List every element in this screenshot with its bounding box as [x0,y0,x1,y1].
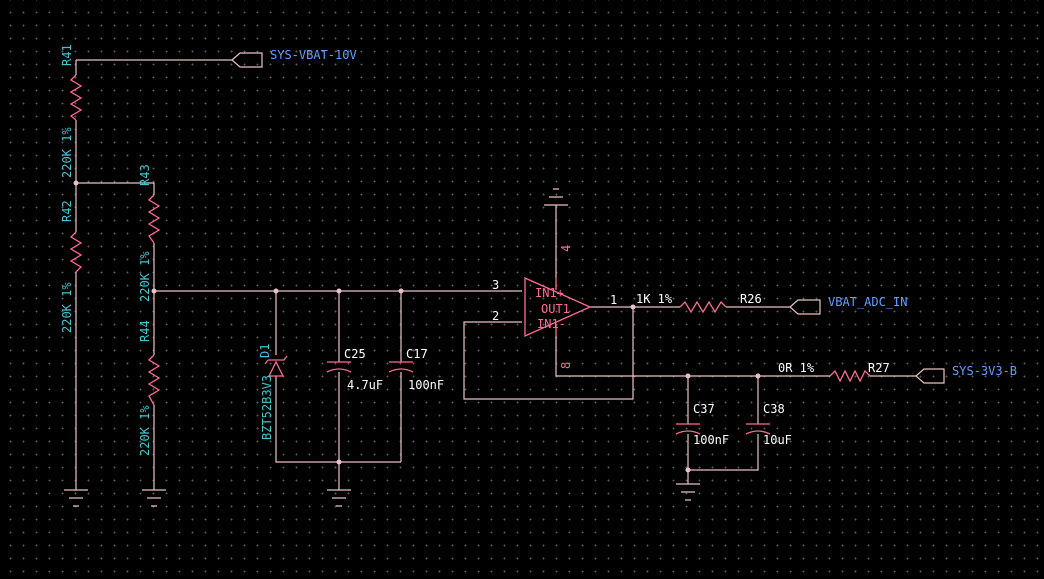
resistor-r42-symbol[interactable] [69,231,83,273]
r42-value: 220K 1% [60,282,74,333]
r41-ref: R41 [60,44,74,66]
port-sys-vbat[interactable] [231,52,263,68]
opamp-pin-4: 4 [559,245,573,252]
wires [75,59,916,490]
c37-ref: C37 [693,402,715,416]
port-vbat-adc[interactable] [789,299,821,315]
r26-value: 1K 1% [636,292,673,306]
d1-value: BZT52B3V3 [260,375,274,440]
r41-value: 220K 1% [60,127,74,178]
c17-ref: C17 [406,347,428,361]
c38-ref: C38 [763,402,785,416]
junctions [73,180,761,473]
r44-ref: R44 [138,320,152,342]
ground-c37 [676,483,700,501]
opamp-in-plus-label: IN1+ [535,286,564,300]
c17-value: 100nF [408,378,444,392]
ground-opamp [544,188,568,206]
ground-caps [327,489,351,507]
r27-ref: R27 [868,361,890,375]
capacitor-c37-symbol[interactable] [675,423,701,435]
ground-r44 [142,489,166,507]
ground-r42 [64,489,88,507]
opamp-symbol[interactable] [524,276,592,338]
r43-ref: R43 [138,164,152,186]
capacitor-c25-symbol[interactable] [326,361,352,373]
capacitor-c17-symbol[interactable] [388,361,414,373]
c25-ref: C25 [344,347,366,361]
zener-diode-d1-symbol[interactable] [264,355,288,377]
r43-value: 220K 1% [138,251,152,302]
net-label-sys-3v3: SYS-3V3-B [952,364,1017,378]
r26-ref: R26 [740,292,762,306]
net-label-vbat-adc: VBAT_ADC_IN [828,295,907,309]
c25-value: 4.7uF [347,378,383,392]
net-label-sys-vbat: SYS-VBAT-10V [270,48,357,62]
resistor-r41-symbol[interactable] [69,74,83,121]
resistor-r27-symbol[interactable] [829,369,871,383]
opamp-pin-3: 3 [492,278,499,292]
d1-ref: D1 [258,344,272,358]
opamp-name-label: OUT1 [541,302,570,316]
resistor-r26-symbol[interactable] [679,300,727,314]
resistor-r43-symbol[interactable] [147,194,161,244]
capacitor-c38-symbol[interactable] [745,423,771,435]
r27-value: 0R 1% [778,361,815,375]
r44-value: 220K 1% [138,405,152,456]
opamp-pin-2: 2 [492,309,499,323]
r42-ref: R42 [60,200,74,222]
c37-value: 100nF [693,433,729,447]
resistor-r44-symbol[interactable] [147,354,161,406]
opamp-in-minus-label: IN1- [537,317,566,331]
opamp-pin-8: 8 [559,362,573,369]
port-sys-3v3[interactable] [915,368,945,384]
opamp-pin-1: 1 [610,293,617,307]
ground-symbols [64,188,700,507]
c38-value: 10uF [763,433,792,447]
